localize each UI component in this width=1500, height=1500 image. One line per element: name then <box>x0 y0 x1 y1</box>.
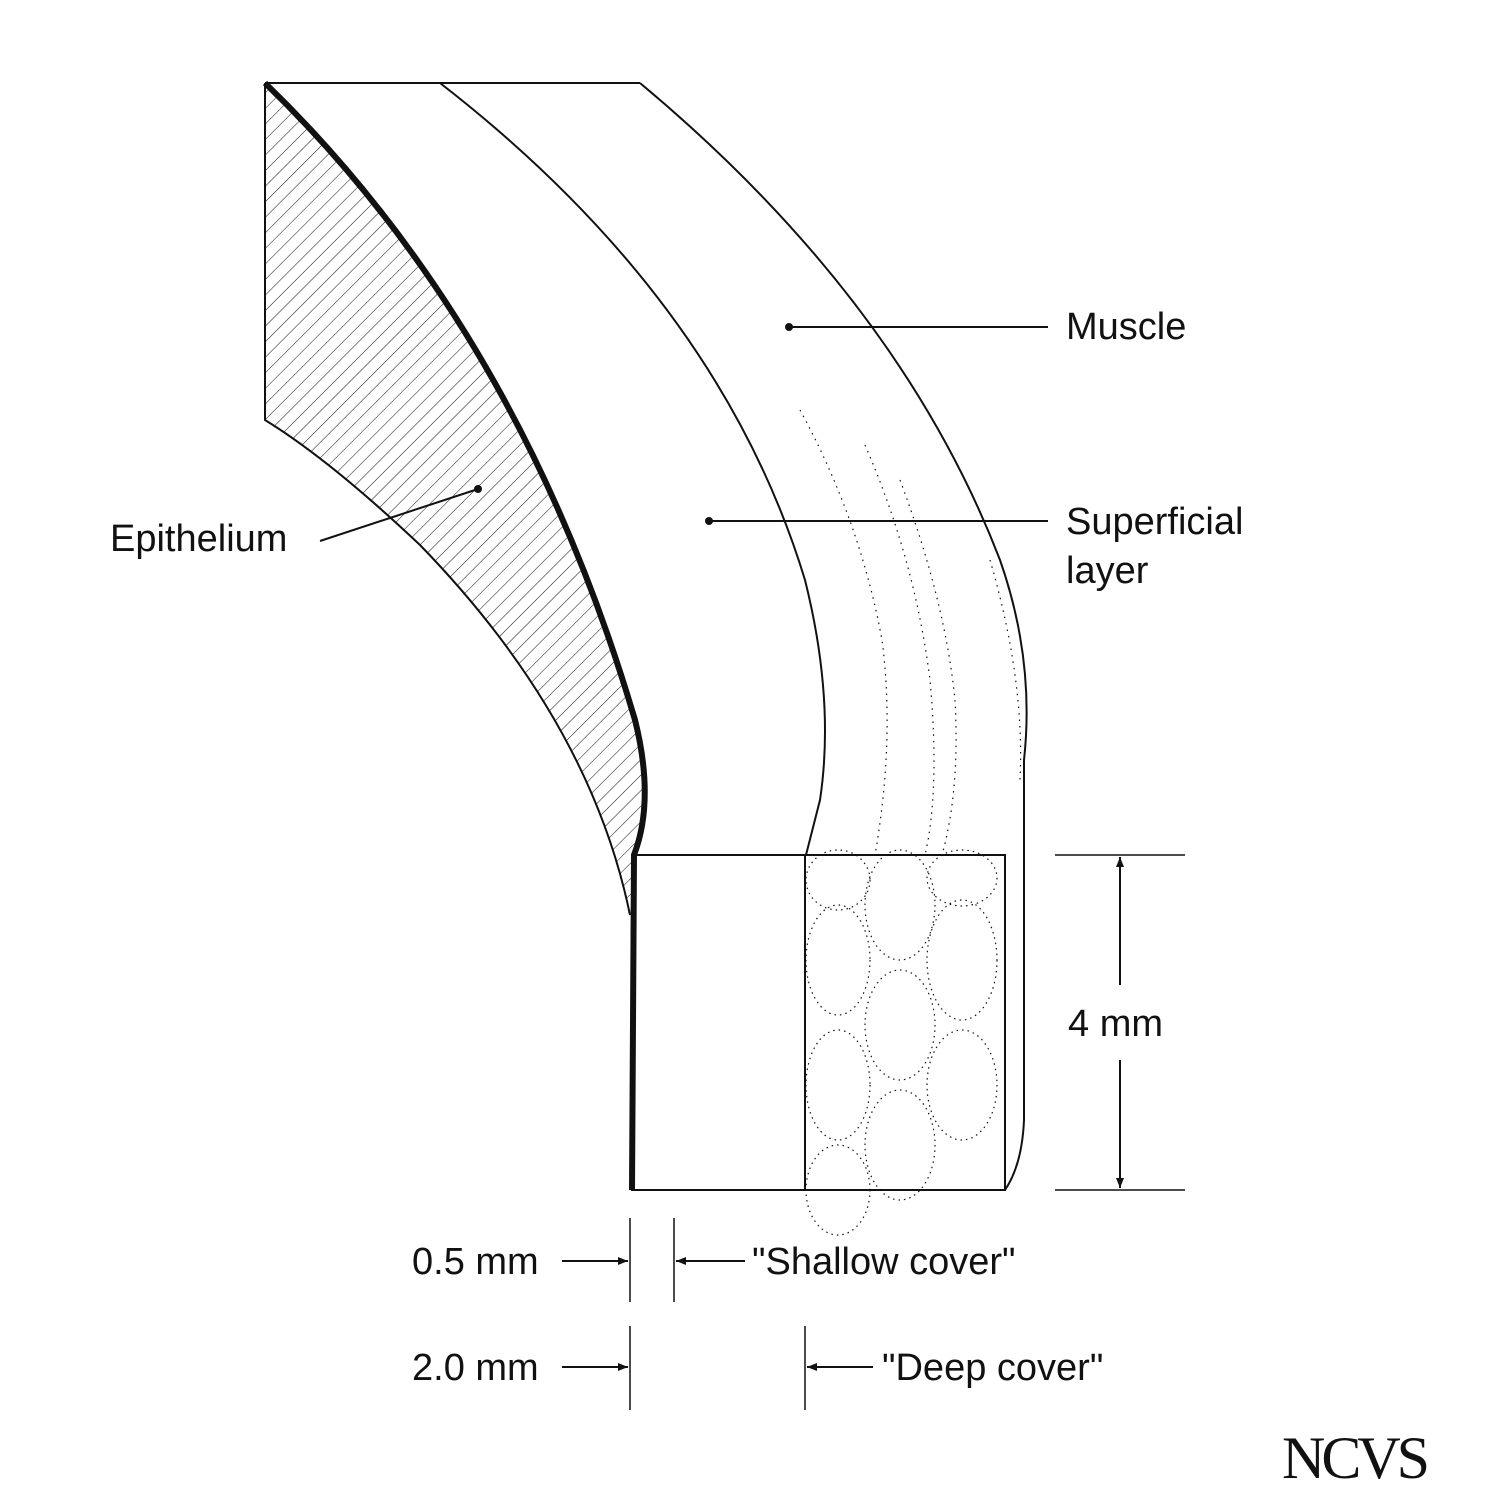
muscle-label: Muscle <box>1066 306 1186 348</box>
superficial-layer-boundary <box>439 82 826 856</box>
shallow-depth-label: 0.5 mm <box>412 1241 539 1283</box>
muscle-fiber-lines <box>799 409 1022 856</box>
epithelium-surface-line <box>262 80 648 1191</box>
ncvs-logo: NCVS <box>1282 1425 1427 1491</box>
shallow-cover-label: "Shallow cover" <box>752 1241 1016 1283</box>
height-label: 4 mm <box>1068 1003 1163 1045</box>
epithelium-region <box>265 83 645 915</box>
superficial-label-line2: layer <box>1066 550 1149 592</box>
cross-section-block <box>631 854 1006 1191</box>
deep-depth-label: 2.0 mm <box>412 1347 539 1389</box>
epithelium-outer-edge <box>264 83 631 916</box>
muscle-fiber-ellipses <box>805 849 998 1236</box>
deep-cover-label: "Deep cover" <box>882 1347 1103 1389</box>
epithelium-label: Epithelium <box>110 518 287 560</box>
muscle-outer-edge <box>639 82 1028 1191</box>
epithelium-leader-line <box>319 488 479 542</box>
superficial-label-line1: Superficial <box>1066 501 1243 543</box>
